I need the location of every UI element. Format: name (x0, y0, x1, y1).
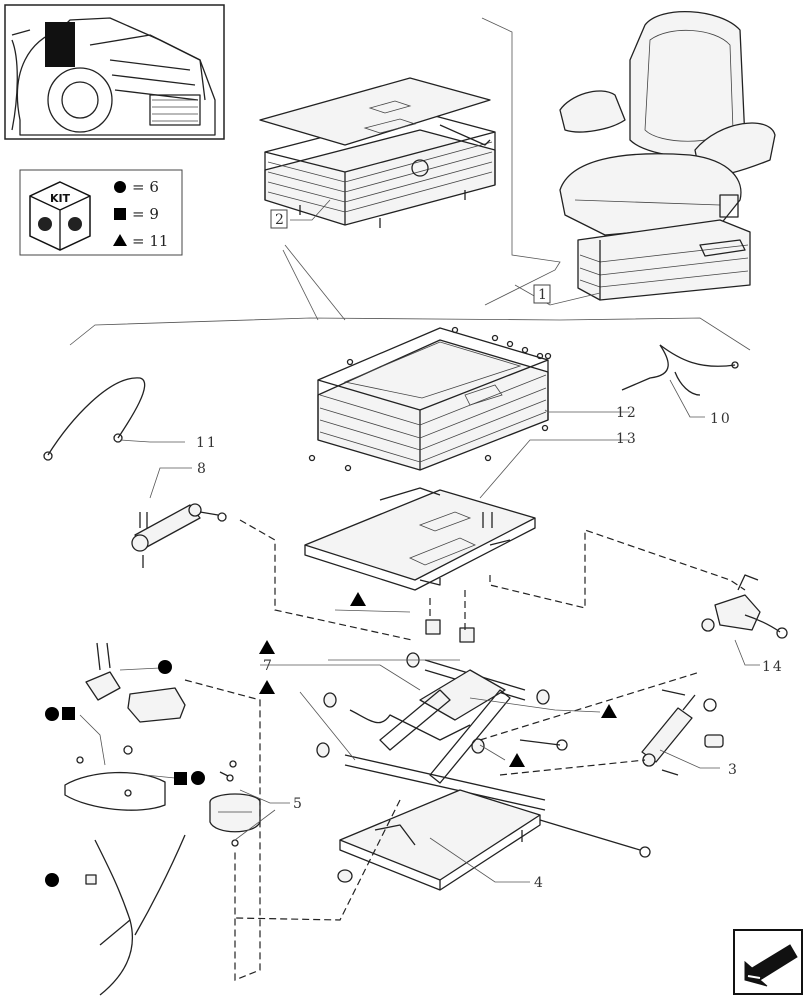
kit-legend: KIT = 6 = 9 = 11 (19, 169, 183, 256)
symbol-markers (45, 592, 617, 887)
harness-10 (621, 344, 739, 396)
callout-1: 1 (538, 287, 549, 303)
top-plate-13 (304, 487, 536, 591)
circle-symbol (114, 181, 126, 193)
shock-absorber-3 (641, 689, 724, 776)
triangle-symbol (113, 234, 127, 246)
dashed-connections (184, 519, 746, 981)
callout-14: 14 (762, 659, 784, 675)
bracket-panel (64, 745, 166, 811)
square-legend-label: = 9 (132, 205, 159, 223)
circle-legend-label: = 6 (132, 178, 159, 196)
callout-12: 12 (616, 405, 638, 421)
callout-2: 2 (275, 212, 286, 228)
damper-8 (131, 503, 227, 568)
navigation-arrow-icon[interactable] (733, 929, 803, 995)
callout-labels: 1 2 3 4 5 7 8 10 11 12 13 14 (196, 209, 784, 891)
callout-8: 8 (197, 461, 208, 477)
kit-logo: KIT (29, 181, 91, 251)
kit-label: KIT (50, 192, 71, 205)
valve-14 (701, 574, 788, 639)
leader-lines (79, 199, 760, 883)
compressor-unit (85, 642, 186, 723)
callout-10: 10 (710, 411, 732, 427)
callout-4: 4 (534, 875, 545, 891)
tractor-thumbnail (4, 4, 225, 140)
seat-assembly-1 (559, 10, 776, 301)
square-symbol (114, 208, 126, 220)
triangle-legend-label: = 11 (132, 232, 168, 250)
suspension-assembly-2 (259, 77, 496, 228)
cable-11 (43, 377, 146, 461)
bolts-group (308, 326, 552, 472)
scissor-mechanism-7 (316, 619, 568, 811)
bottom-frame-4 (337, 789, 651, 891)
section-separators (69, 17, 751, 351)
callout-5: 5 (293, 796, 304, 812)
airbag-5 (209, 760, 261, 847)
callout-3: 3 (728, 762, 739, 778)
wire-harness-bottom (85, 834, 186, 996)
callout-7: 7 (263, 658, 274, 674)
callout-13: 13 (616, 431, 638, 447)
bellows-cover-12 (317, 327, 549, 471)
callout-11: 11 (196, 435, 218, 451)
